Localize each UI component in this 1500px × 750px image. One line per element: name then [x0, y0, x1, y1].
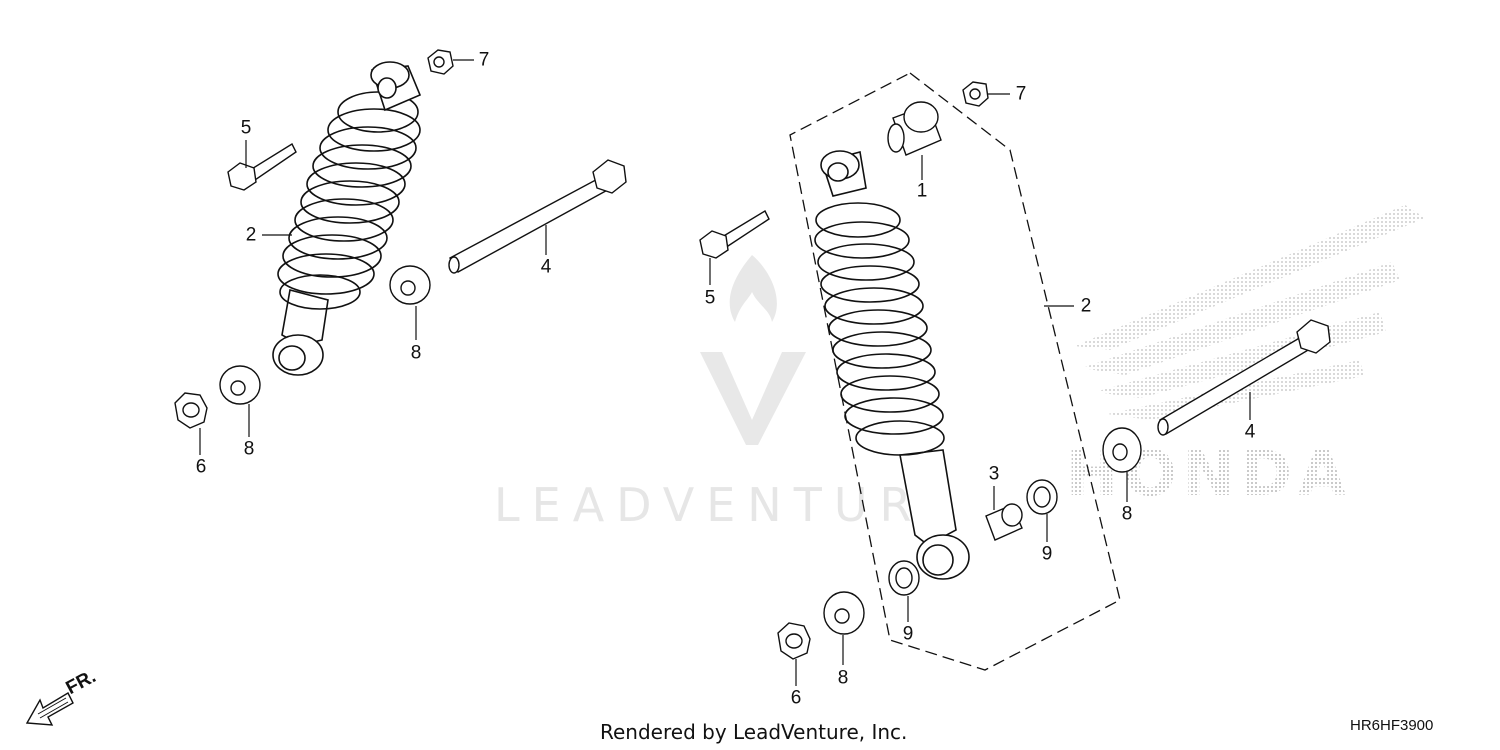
assembly-outline	[789, 72, 1121, 671]
callout-5-right: 5	[704, 287, 716, 309]
callout-2-right: 2	[1080, 295, 1092, 317]
callout-3: 3	[988, 463, 1000, 485]
callout-9-lower: 9	[902, 623, 914, 645]
washer-8-left-lower	[219, 365, 261, 405]
nut-7-right	[962, 81, 989, 107]
footer-credit: Rendered by LeadVenture, Inc.	[600, 720, 908, 744]
collar-9-upper	[1026, 479, 1058, 515]
callout-2-left: 2	[245, 224, 257, 246]
collar-9-lower	[888, 560, 920, 596]
callout-8-left-upper: 8	[410, 342, 422, 364]
callout-9-upper: 9	[1041, 543, 1053, 565]
right-shock-absorber	[814, 150, 970, 580]
bolt-4-right	[1157, 319, 1331, 436]
leadventure-logo-watermark	[700, 255, 806, 445]
honda-wing-logo	[1075, 205, 1425, 420]
washer-8-right-outer	[1102, 427, 1142, 473]
spacer-3	[985, 503, 1023, 541]
nut-6-left	[174, 392, 208, 429]
callout-4-right: 4	[1244, 421, 1256, 443]
bolt-5-left	[227, 143, 297, 191]
washer-8-left-upper	[389, 265, 431, 305]
callout-8-right-lower: 8	[837, 667, 849, 689]
callout-7-left: 7	[478, 49, 490, 71]
callout-1: 1	[916, 180, 928, 202]
callout-5-left: 5	[240, 117, 252, 139]
front-arrow-icon	[25, 692, 74, 726]
callout-8-left-lower: 8	[243, 438, 255, 460]
leadventure-watermark: LEADVENTURE	[494, 478, 965, 532]
bolt-5-right	[699, 210, 770, 259]
nut-7-left	[427, 49, 454, 75]
callout-8-right-outer: 8	[1121, 503, 1133, 525]
callout-7-right: 7	[1015, 83, 1027, 105]
nut-6-right	[777, 622, 811, 660]
callout-6-left: 6	[195, 456, 207, 478]
callout-6-right: 6	[790, 687, 802, 709]
bushing-1	[887, 101, 942, 156]
left-shock-absorber	[272, 61, 422, 376]
washer-8-right-lower	[823, 591, 865, 635]
callout-4-left: 4	[540, 256, 552, 278]
bolt-4-left	[448, 159, 627, 274]
diagram-code: HR6HF3900	[1350, 717, 1434, 734]
